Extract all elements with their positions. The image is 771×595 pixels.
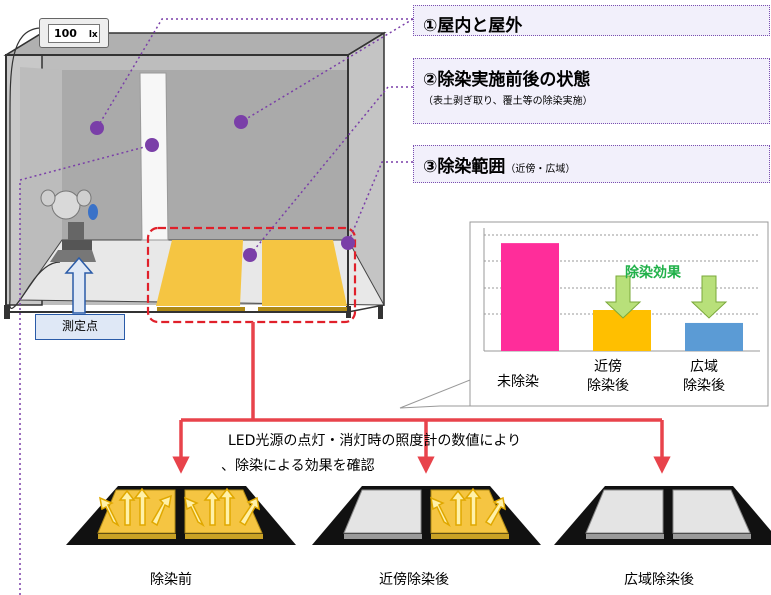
callout-dots (90, 115, 355, 262)
callout-3-text: ③除染範囲 (423, 157, 506, 177)
flow-arrows (172, 322, 671, 474)
callout-1-text: ①屋内と屋外 (423, 16, 523, 36)
chart-bar-1 (501, 243, 559, 351)
measure-point-arrow (64, 256, 94, 314)
illuminance-display: 100 lx (39, 18, 109, 48)
chart-bar-3 (685, 322, 743, 351)
chart-category-3: 広域 除染後 (683, 359, 725, 394)
measure-point-label: 測定点 (35, 314, 125, 340)
callout-2-text: ②除染実施前後の状態 (423, 70, 591, 90)
inset-chart (399, 221, 769, 409)
floor-soil-panels (156, 240, 347, 311)
room-box (3, 27, 387, 319)
illuminance-unit: lx (88, 30, 98, 40)
bottom-label-wide: 広域除染後 (624, 572, 694, 588)
bottom-label-nearby: 近傍除染後 (379, 572, 449, 588)
description-line-2: 、除染による効果を確認 (221, 458, 375, 474)
chart-category-1: 未除染 (497, 374, 539, 390)
illuminance-meter-device (40, 189, 98, 262)
callout-2-subtext: （表土剥ぎ取り、覆土等の除染実施） (423, 96, 593, 107)
callout-3-subtext: （近傍・広域） (505, 164, 576, 175)
chart-category-2: 近傍 除染後 (587, 359, 629, 394)
tray-wide-decontaminated (554, 486, 771, 545)
tray-before (66, 486, 296, 545)
callout-indoor-outdoor: ①屋内と屋外 (413, 5, 770, 36)
illuminance-screen: 100 lx (48, 24, 100, 43)
illuminance-value: 100 (54, 27, 77, 40)
callout-leaders (19, 18, 414, 595)
callout-before-after: ②除染実施前後の状態 （表土剥ぎ取り、覆土等の除染実施） (413, 58, 770, 124)
decontamination-effect-label: 除染効果 (625, 265, 681, 281)
callout-range: ③除染範囲（近傍・広域） (413, 145, 770, 183)
tray-nearby-decontaminated (312, 486, 541, 545)
description-line-1: LED光源の点灯・消灯時の照度計の数値により (228, 433, 522, 449)
bottom-label-before: 除染前 (150, 572, 192, 588)
